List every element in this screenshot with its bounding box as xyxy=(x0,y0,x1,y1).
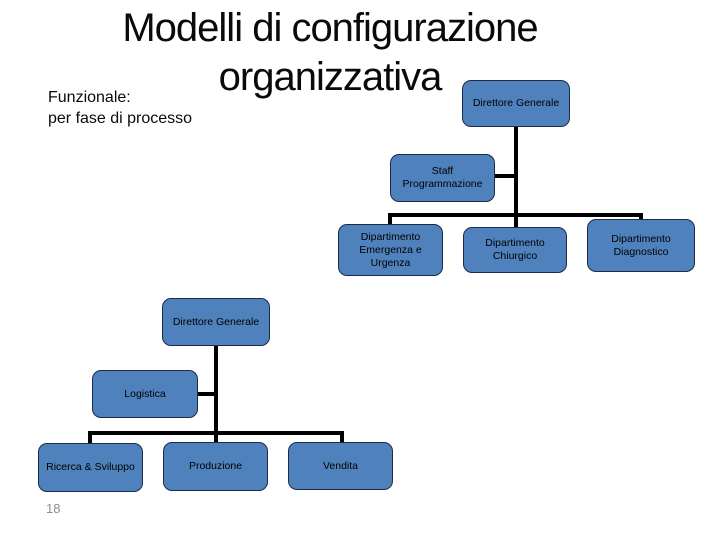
page-number: 18 xyxy=(46,501,61,516)
connector-top-child3-stub xyxy=(639,213,643,222)
org-top-dept-chiurgico-box: Dipartimento Chiurgico xyxy=(463,227,567,273)
org-top-staff-line2: Programmazione xyxy=(402,178,483,190)
subtitle-line2: per fase di processo xyxy=(48,110,193,127)
connector-top-children-horizontal xyxy=(388,213,643,217)
org-top-dept-emergenza-box: Dipartimento Emergenza e Urgenza xyxy=(338,224,443,276)
org-bottom-root-box: Direttore Generale xyxy=(162,298,270,346)
org-top-root-label: Direttore Generale xyxy=(472,97,560,109)
org-bottom-produzione-box: Produzione xyxy=(163,442,268,491)
org-top-dept-diagnostico-line1: Dipartimento xyxy=(611,232,671,245)
connector-bottom-child3-stub xyxy=(340,431,344,443)
connector-bottom-staff-horizontal xyxy=(198,392,216,396)
org-bottom-vendita-label: Vendita xyxy=(322,459,359,472)
page-title-line2: organizzativa xyxy=(218,55,443,99)
connector-bottom-root-vertical xyxy=(214,346,218,444)
page-title: Modelli di configurazione organizzativa xyxy=(55,4,605,102)
org-top-staff-line1: Staff xyxy=(431,165,454,177)
org-top-root-box: Direttore Generale xyxy=(462,80,570,127)
org-bottom-vendita-box: Vendita xyxy=(288,442,393,490)
org-bottom-ricerca-box: Ricerca & Sviluppo xyxy=(38,443,143,492)
page-title-line1: Modelli di configurazione xyxy=(122,6,538,50)
org-bottom-produzione-label: Produzione xyxy=(188,460,243,472)
org-bottom-staff-box: Logistica xyxy=(92,370,198,418)
org-bottom-root-label: Direttore Generale xyxy=(172,315,260,328)
connector-top-staff-horizontal xyxy=(495,174,516,178)
org-bottom-ricerca-label: Ricerca & Sviluppo xyxy=(46,461,135,473)
connector-top-root-vertical xyxy=(514,127,518,227)
connector-bottom-children-horizontal xyxy=(88,431,344,435)
org-top-dept-emergenza-line2: Emergenza e xyxy=(359,243,422,256)
org-bottom-staff-label: Logistica xyxy=(124,387,166,400)
org-top-dept-emergenza-line1: Dipartimento xyxy=(360,230,421,243)
subtitle-line1: Funzionale: xyxy=(48,89,131,106)
org-top-dept-diagnostico-line2: Diagnostico xyxy=(613,245,669,258)
org-top-dept-diagnostico-box: Dipartimento Diagnostico xyxy=(587,219,695,272)
connector-top-child1-stub xyxy=(388,213,392,226)
org-top-dept-emergenza-line3: Urgenza xyxy=(370,256,411,269)
org-top-dept-chiurgico-line1: Dipartimento xyxy=(485,237,545,249)
subtitle: Funzionale: per fase di processo xyxy=(48,87,192,129)
org-top-dept-chiurgico-line2: Chiurgico xyxy=(492,250,538,262)
org-top-staff-box: Staff Programmazione xyxy=(390,154,495,202)
connector-bottom-child1-stub xyxy=(88,431,92,445)
